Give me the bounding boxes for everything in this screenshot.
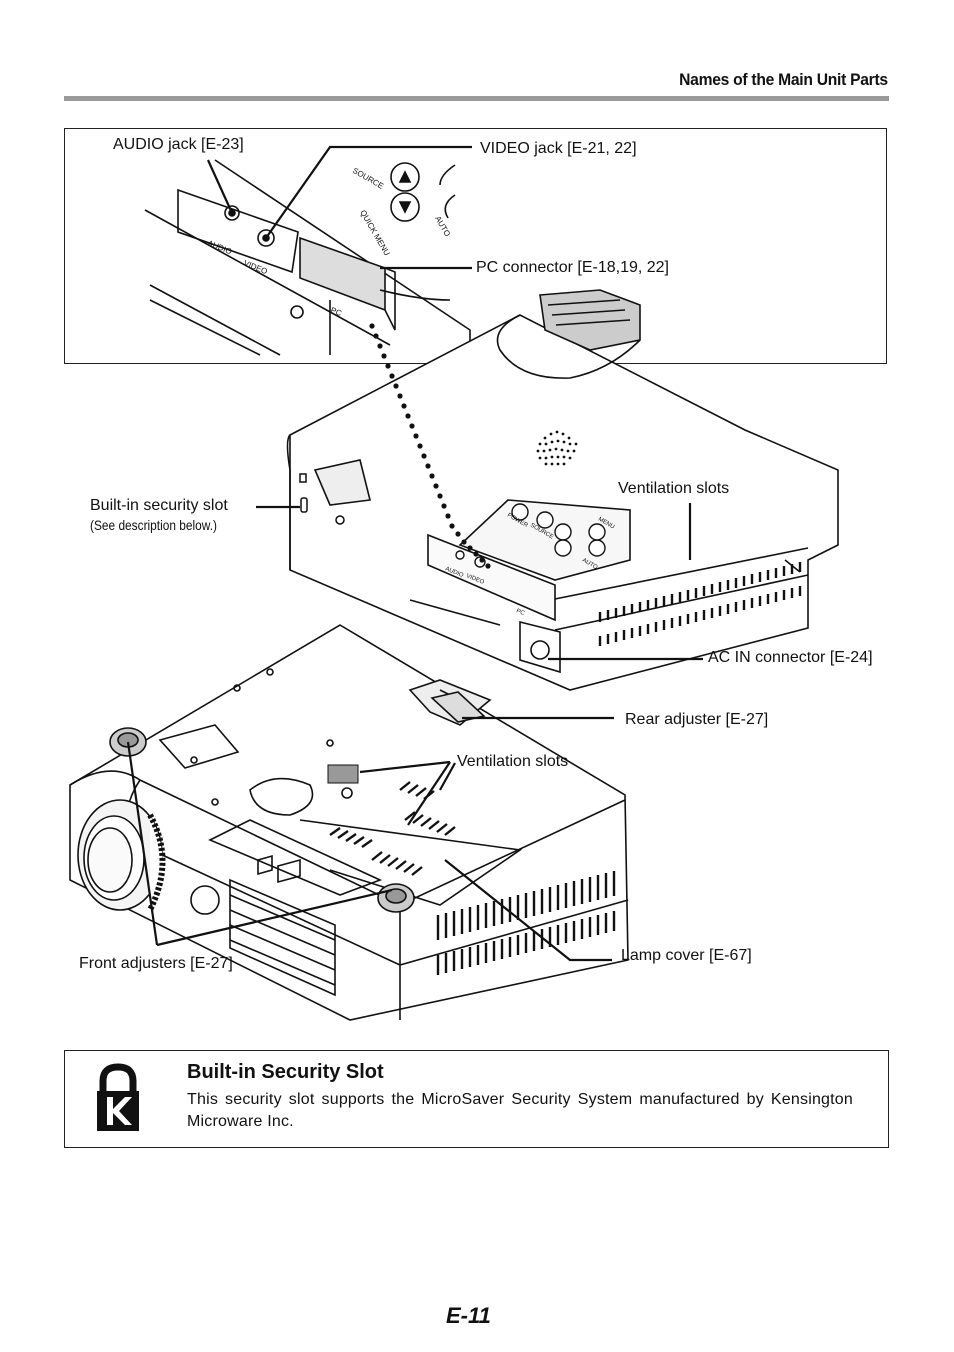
callout-front-adjusters: Front adjusters [E-27] <box>79 955 233 972</box>
note-title: Built-in Security Slot <box>187 1061 384 1083</box>
note-body: This security slot supports the MicroSav… <box>187 1091 853 1130</box>
callout-video-jack: VIDEO jack [E-21, 22] <box>480 140 637 157</box>
inset-label-source: SOURCE <box>351 166 385 191</box>
inset-label-quick-menu: QUICK MENU <box>358 209 391 258</box>
bottom-vents <box>329 781 456 876</box>
leader-lines <box>126 145 703 962</box>
panel-label-pc: PC <box>515 608 526 617</box>
inset-label-pc: PC <box>329 306 343 319</box>
callout-ac-in: AC IN connector [E-24] <box>708 649 873 666</box>
callout-ventilation-bottom: Ventilation slots <box>457 753 569 770</box>
inset-connection-dots <box>369 323 491 569</box>
projector-top-view <box>286 289 839 691</box>
speaker-grille <box>536 430 578 466</box>
bottom-vent-grid <box>327 764 359 784</box>
section-title: Names of the Main Unit Parts <box>679 70 888 89</box>
header-rule <box>64 96 889 101</box>
upper-control-buttons <box>455 503 606 568</box>
security-slot-mark <box>299 473 345 525</box>
inset-label-video: VIDEO <box>242 259 268 277</box>
callout-audio-jack: AUDIO jack [E-23] <box>113 136 244 153</box>
callout-pc-connector: PC connector [E-18,19, 22] <box>476 259 669 276</box>
inset-label-auto: AUTO <box>433 215 452 239</box>
projector-diagram: AUDIO VIDEO PC SOURCE QUICK MENU AUTO <box>69 145 839 1021</box>
callout-lamp-cover: Lamp cover [E-67] <box>621 947 752 964</box>
callout-security-slot-note: (See description below.) <box>90 517 218 533</box>
kensington-lock-icon <box>97 1063 139 1131</box>
security-note-box: Built-in Security Slot This security slo… <box>64 1050 889 1148</box>
rear-adjuster-foot <box>430 691 486 723</box>
callout-rear-adjuster: Rear adjuster [E-27] <box>625 711 769 728</box>
callout-ventilation-top: Ventilation slots <box>618 480 730 497</box>
lower-side-vents <box>436 871 616 975</box>
page-number: E-11 <box>446 1303 491 1328</box>
callout-security-slot: Built-in security slot <box>90 497 228 514</box>
inset-connector-closeup <box>144 159 471 362</box>
upper-side-vents <box>598 562 802 646</box>
inset-label-audio: AUDIO <box>206 239 233 257</box>
